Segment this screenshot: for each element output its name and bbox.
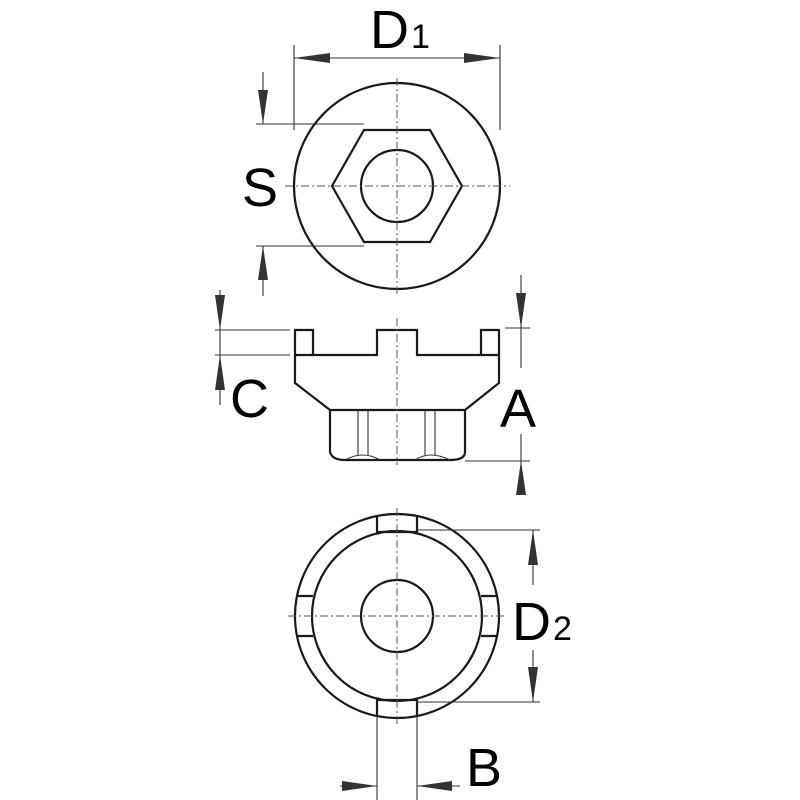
dimension-a: A xyxy=(465,275,536,495)
bottom-view xyxy=(288,508,506,724)
label-b: B xyxy=(466,738,502,798)
arrow-icon xyxy=(215,355,225,390)
arrow-icon xyxy=(258,90,268,124)
label-d1: D1 xyxy=(370,0,430,60)
arrow-icon xyxy=(215,295,225,330)
arrow-icon xyxy=(417,781,452,791)
dimension-c: C xyxy=(215,290,290,429)
arrow-icon xyxy=(342,781,377,791)
hex-drive-side xyxy=(328,410,467,462)
arrow-icon xyxy=(516,461,526,495)
side-view xyxy=(293,318,501,465)
arrow-icon xyxy=(528,530,538,565)
top-view xyxy=(285,78,510,294)
slot-right xyxy=(481,594,498,638)
dimension-d1: D1 xyxy=(293,0,501,130)
arrow-icon xyxy=(294,53,330,63)
label-a: A xyxy=(500,379,536,439)
dimension-d2: D2 xyxy=(417,529,572,703)
dimension-b: B xyxy=(340,717,502,800)
arrow-icon xyxy=(258,246,268,280)
dimension-s: S xyxy=(242,72,364,296)
label-c: C xyxy=(230,369,269,429)
arrow-icon xyxy=(516,293,526,328)
label-s: S xyxy=(242,158,278,218)
arrow-icon xyxy=(464,53,500,63)
slot-left xyxy=(296,594,313,638)
arrow-icon xyxy=(528,667,538,702)
label-d2: D2 xyxy=(512,592,572,652)
